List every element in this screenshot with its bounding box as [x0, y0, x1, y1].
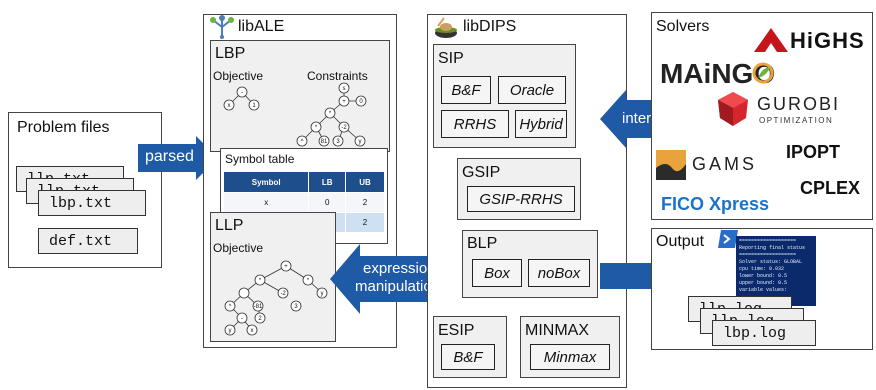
terminal-line: variable values: [739, 287, 788, 293]
llp-node-minus: - [241, 316, 243, 322]
parsed-label: parsed [145, 148, 194, 165]
lbp-node-pow: ^ [301, 139, 304, 145]
libale-tree-icon [210, 15, 234, 39]
parsed-arrow [138, 136, 218, 180]
ipopt-logo: IPOPT [786, 142, 841, 162]
highs-logo-icon [754, 28, 788, 52]
lbp-node-mul2: * [315, 125, 318, 131]
sip-hybrid-tag: Hybrid [515, 110, 567, 138]
llp-node-pow: ^ [229, 304, 232, 310]
file-def: def.txt [38, 228, 138, 254]
llp-node-neg81: -81 [254, 304, 263, 310]
lbp-title: LBP [215, 45, 246, 62]
terminal-line: Solver status: GLOBAL [739, 259, 803, 265]
maingo-leaf-icon [752, 62, 774, 84]
llp-box [210, 212, 336, 342]
terminal-line: =================== [739, 238, 797, 244]
solvers-title: Solvers [656, 18, 710, 35]
llp-node-y: y [321, 291, 324, 297]
lbp-node-0: 0 [359, 99, 363, 105]
output-title: Output [656, 233, 705, 250]
libdips-dip-icon [435, 17, 457, 38]
symbol-cell: 2 [345, 192, 385, 213]
symbol-cell: 0 [308, 192, 346, 213]
lbp-constraints-label: Constraints [307, 69, 368, 83]
llp-node-y2: y [229, 328, 232, 334]
symbol-table-title: Symbol table [225, 152, 295, 166]
expression-label: expression [363, 260, 436, 277]
lbp-expression-trees: - x 1 s + 0 * -2 * ^ 81 3 y [223, 82, 367, 147]
terminal-line: =================== [739, 252, 797, 258]
maingo-logo: MAiNGO [660, 58, 776, 89]
sip-rrhs-tag: RRHS [441, 110, 509, 138]
lbp-node-s: s [343, 86, 346, 92]
cplex-logo: CPLEX [800, 178, 861, 198]
gurobi-sub: OPTIMIZATION [759, 116, 834, 125]
sip-title: SIP [438, 50, 464, 67]
file-lbp: lbp.txt [38, 190, 146, 216]
llp-title: LLP [215, 217, 244, 234]
symbol-cell: 2 [345, 212, 385, 233]
manipulation-label: manipulation [355, 278, 441, 295]
lbp-node-3: 3 [336, 139, 340, 145]
blp-nobox-tag: noBox [528, 259, 590, 287]
lbp-node-mul: * [329, 111, 332, 117]
terminal-line: cpu time: 0.032 [739, 266, 785, 272]
lbp-node-plus: + [342, 99, 346, 105]
symbol-cell: x [222, 192, 310, 213]
llp-node-plus: + [284, 264, 288, 270]
problem-files-title: Problem files [17, 119, 110, 136]
terminal-window: =================== Reporting final stat… [736, 236, 816, 306]
lbp-node-y: y [359, 139, 362, 145]
lbp-node-neg2: -2 [341, 125, 347, 131]
fico-xpress-logo: FICO Xpress [661, 194, 770, 214]
blp-title: BLP [467, 235, 498, 252]
terminal-line: upper bound: 0.5 [739, 280, 788, 286]
lbp-node-1: 1 [252, 103, 256, 109]
libale-title: libALE [238, 18, 285, 35]
esip-title: ESIP [438, 322, 475, 339]
symbol-header-lb: LB [308, 171, 346, 193]
llp-objective-label: Objective [213, 241, 264, 255]
output-file-lbp: lbp.log [712, 320, 816, 346]
minmax-tag: Minmax [530, 344, 610, 370]
lbp-node-81: 81 [321, 139, 328, 145]
gams-logo-icon [656, 150, 686, 180]
gams-logo: GAMS [692, 154, 758, 174]
terminal-line: Reporting final status [739, 245, 806, 251]
lbp-node-x: x [228, 103, 231, 109]
blp-box-tag: Box [472, 259, 522, 287]
symbol-header-symbol: Symbol [222, 171, 310, 193]
minmax-title: MINMAX [525, 322, 589, 339]
llp-node-x: x [251, 328, 254, 334]
terminal-line: lower bound: 0.5 [739, 273, 788, 279]
gurobi-logo-icon [718, 92, 748, 126]
symbol-header-ub: UB [345, 171, 385, 193]
libdips-title: libDIPS [463, 18, 517, 35]
gsip-rrhs-tag: GSIP-RRHS [467, 186, 575, 212]
lbp-objective-label: Objective [213, 69, 264, 83]
llp-node-mul: * [259, 278, 262, 284]
llp-node-2: 2 [258, 316, 262, 322]
llp-expression-tree: + * -2 * ^ -81 3 y - 2 y x [224, 260, 328, 336]
gurobi-logo: GUROBI [757, 94, 841, 114]
lbp-node-minus: - [241, 90, 243, 96]
llp-node-mul2: * [307, 278, 310, 284]
powershell-icon [718, 230, 738, 248]
sip-bf-tag: B&F [441, 76, 491, 104]
llp-node-neg2: -2 [280, 291, 286, 297]
highs-logo: HiGHS [790, 28, 865, 53]
sip-oracle-tag: Oracle [498, 76, 566, 104]
gsip-title: GSIP [462, 164, 501, 181]
llp-node-3: 3 [294, 304, 298, 310]
esip-bf-tag: B&F [441, 344, 495, 370]
